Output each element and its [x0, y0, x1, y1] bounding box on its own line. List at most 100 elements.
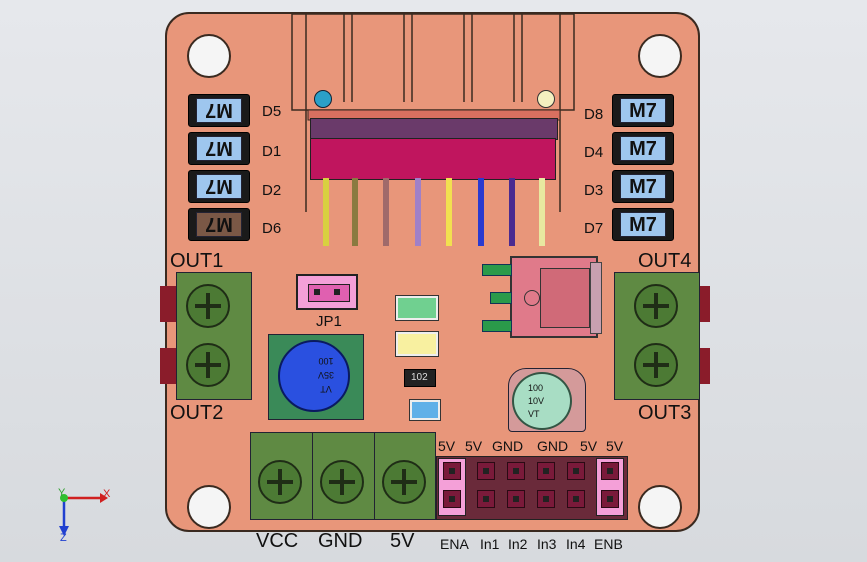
terminal-left-edge [160, 348, 176, 384]
diode-marking: M7 [196, 98, 242, 123]
diode-d2: M7 [188, 170, 250, 203]
smd-led-green [395, 295, 439, 321]
driver-ic-heatsink [291, 13, 575, 212]
regulator-pin-1 [482, 264, 512, 276]
header-top-label: 5V [580, 438, 598, 454]
ic-pin-2 [352, 178, 358, 246]
header-bottom-label: ENB [594, 536, 623, 552]
screw-out1 [186, 284, 230, 328]
led-yellow [537, 90, 555, 108]
header-pin [477, 462, 495, 480]
header-pin [537, 490, 555, 508]
header-pin [443, 490, 461, 508]
diode-label-d2: D2 [262, 182, 282, 199]
mount-hole-bottom-left [187, 485, 231, 529]
regulator [510, 256, 598, 338]
header-pin [537, 462, 555, 480]
terminal-power-divider [312, 432, 313, 520]
diode-marking: M7 [196, 174, 242, 199]
axis-y-label: Y [58, 487, 66, 499]
smd-led-yellow [395, 331, 439, 357]
diode-label-d1: D1 [262, 143, 282, 160]
diode-marking: M7 [620, 174, 666, 199]
ic-pin-8 [539, 178, 545, 246]
header-top-label: 5V [465, 438, 483, 454]
diode-marking: M7 [196, 136, 242, 161]
diode-d8: M7 [612, 94, 674, 127]
label-5v: 5V [390, 530, 415, 552]
cap-small-line1: 100 [528, 383, 544, 393]
screw-5v [382, 460, 426, 504]
smd-resistor: 102 [404, 369, 436, 387]
label-jp1: JP1 [316, 313, 342, 330]
diode-d7: M7 [612, 208, 674, 241]
diode-d5: M7 [188, 94, 250, 127]
axis-z-label: Z [60, 532, 67, 544]
mount-hole-top-right [638, 34, 682, 78]
label-out3: OUT3 [638, 402, 692, 424]
diode-d4: M7 [612, 132, 674, 165]
header-top-label: GND [492, 438, 524, 454]
ic-pin-6 [478, 178, 484, 246]
label-out4: OUT4 [638, 250, 692, 272]
driver-ic-body [310, 118, 558, 140]
diode-d1: M7 [188, 132, 250, 165]
capacitor-large: VT 35V 100 [278, 340, 350, 412]
ic-pin-4 [415, 178, 421, 246]
regulator-tab [590, 262, 602, 334]
jumper-jp1[interactable] [296, 274, 358, 310]
header-pin [443, 462, 461, 480]
header-pin [507, 490, 525, 508]
cap-small-line2: 10V [528, 396, 545, 406]
diode-marking: M7 [620, 136, 666, 161]
cap-large-line2: 35V [318, 370, 335, 380]
terminal-right-edge [700, 286, 710, 322]
diode-marking: M7 [196, 212, 242, 237]
resistor-marking: 102 [411, 372, 428, 383]
screw-out3 [634, 343, 678, 387]
header-bottom-label: In3 [537, 536, 557, 552]
header-top-label: 5V [606, 438, 624, 454]
diode-marking: M7 [620, 98, 666, 123]
diode-d6: M7 [188, 208, 250, 241]
header-top-label: 5V [438, 438, 456, 454]
header-top-label: GND [537, 438, 569, 454]
screw-out2 [186, 343, 230, 387]
ic-pin-5 [446, 178, 452, 246]
cap-large-line1: VT [320, 384, 332, 394]
regulator-pin-2 [490, 292, 512, 304]
screw-gnd [320, 460, 364, 504]
diode-d3: M7 [612, 170, 674, 203]
label-out1: OUT1 [170, 250, 224, 272]
screw-out4 [634, 284, 678, 328]
terminal-left-edge [160, 286, 176, 322]
diode-label-d6: D6 [262, 220, 282, 237]
mount-hole-bottom-right [638, 485, 682, 529]
driver-ic-package [310, 138, 556, 180]
terminal-power-divider [374, 432, 375, 520]
cap-large-line3: 100 [318, 356, 334, 366]
diode-marking: M7 [620, 212, 666, 237]
label-out2: OUT2 [170, 402, 224, 424]
ic-pin-3 [383, 178, 389, 246]
screw-vcc [258, 460, 302, 504]
diode-label-d3: D3 [584, 182, 604, 199]
header-pin [477, 490, 495, 508]
ic-pin-1 [323, 178, 329, 246]
header-bottom-label: In2 [508, 536, 528, 552]
label-vcc: VCC [256, 530, 299, 552]
diode-label-d7: D7 [584, 220, 604, 237]
header-pin [601, 490, 619, 508]
header-pin [567, 490, 585, 508]
label-gnd: GND [318, 530, 363, 552]
header-pin [567, 462, 585, 480]
capacitor-small: 100 10V VT [512, 372, 572, 430]
header-bottom-label: ENA [440, 536, 469, 552]
header-pin [601, 462, 619, 480]
led-blue [314, 90, 332, 108]
ic-pin-7 [509, 178, 515, 246]
regulator-pin-3 [482, 320, 512, 332]
mount-hole-top-left [187, 34, 231, 78]
header-pin [507, 462, 525, 480]
smd-capacitor [409, 399, 441, 421]
